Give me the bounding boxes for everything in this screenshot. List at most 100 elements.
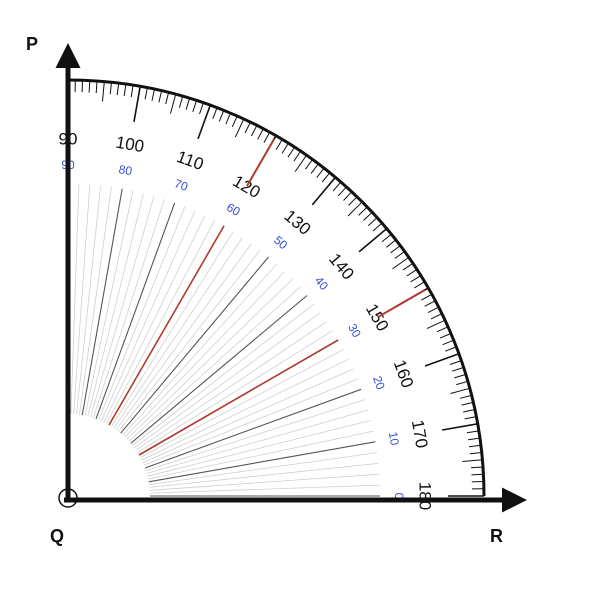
protractor-spoke <box>87 193 144 417</box>
protractor-spoke <box>122 263 278 436</box>
protractor-spoke <box>140 349 344 458</box>
protractor-spoke <box>149 484 380 494</box>
protractor-spoke <box>103 215 206 423</box>
scale-tick <box>250 125 258 137</box>
scale-tick <box>275 139 283 150</box>
inner-scale-label: 50 <box>271 233 290 253</box>
scale-tick <box>348 196 358 206</box>
outer-scale-label: 110 <box>174 147 206 174</box>
outer-scale-label: 100 <box>114 133 145 157</box>
scale-tick <box>436 326 449 333</box>
scale-tick <box>392 256 410 270</box>
scale-tick <box>178 95 184 108</box>
scale-tick <box>363 211 373 221</box>
protractor-spoke <box>118 249 261 432</box>
scale-tick <box>402 262 414 271</box>
protractor-spoke <box>113 237 243 429</box>
protractor-spoke <box>147 420 371 477</box>
scale-tick <box>281 142 289 154</box>
scale-tick <box>199 102 204 115</box>
scale-tick <box>358 227 388 253</box>
scale-tick <box>305 159 313 170</box>
scale-tick <box>470 466 484 469</box>
protractor-spoke <box>149 463 379 488</box>
scale-tick <box>294 154 308 172</box>
vertex-circle <box>58 488 78 508</box>
scale-tick <box>442 423 478 431</box>
scale-tick <box>218 110 225 122</box>
scale-tick <box>471 473 484 476</box>
protractor-spoke <box>81 188 123 416</box>
scale-tick <box>394 251 405 259</box>
outer-scale-label: 120 <box>229 171 263 202</box>
scale-tick <box>144 87 148 100</box>
protractor-spoke <box>92 199 165 419</box>
scale-tick <box>414 281 425 289</box>
protractor-spoke <box>146 409 369 474</box>
scale-tick <box>244 121 251 134</box>
inner-scale-label: 40 <box>312 274 332 293</box>
outer-scale-label: 170 <box>408 418 432 449</box>
scale-tick <box>197 104 212 140</box>
scale-tick <box>102 81 105 102</box>
point-label-p: P <box>26 34 38 54</box>
protractor-spoke <box>135 321 327 451</box>
protractor-spoke <box>79 186 112 415</box>
scale-tick <box>450 387 470 394</box>
scale-tick <box>212 107 218 119</box>
scale-tick <box>123 83 127 96</box>
highlighted-spoke <box>138 339 339 456</box>
scale-tick <box>343 191 353 201</box>
scale-tick <box>468 444 481 448</box>
protractor-spoke <box>95 202 176 420</box>
outer-scale-label: 140 <box>325 250 358 284</box>
protractor-spoke <box>143 378 358 466</box>
highlighted-spoke <box>108 225 225 426</box>
protractor-spoke <box>134 312 321 449</box>
protractor-spoke <box>148 441 376 483</box>
scale-tick <box>469 452 482 455</box>
scale-tick <box>372 222 383 232</box>
scale-tick <box>445 346 457 352</box>
scale-tick <box>158 90 163 103</box>
scale-tick <box>263 131 271 143</box>
protractor-spoke <box>148 430 374 480</box>
scale-tick <box>406 268 418 277</box>
protractor-spoke <box>124 271 285 438</box>
protractor-spoke <box>149 473 380 491</box>
scale-tick <box>337 186 347 197</box>
scale-tick <box>439 333 452 339</box>
scale-tick <box>410 275 422 283</box>
scale-tick <box>321 172 331 183</box>
inner-scale-label: 70 <box>173 176 191 194</box>
scale-tick <box>358 206 368 216</box>
inner-scale-label: 60 <box>224 200 243 219</box>
scale-tick <box>257 128 264 140</box>
scale-tick <box>452 366 464 372</box>
scale-tick <box>332 181 342 192</box>
protractor-spoke <box>145 399 365 472</box>
protractor-outer-arc <box>67 78 486 497</box>
scale-tick <box>424 300 436 307</box>
protractor-spoke <box>106 220 215 424</box>
protractor-spoke <box>101 210 196 422</box>
scale-tick <box>311 176 337 206</box>
scale-tick <box>231 115 238 128</box>
inner-scale-label: 30 <box>345 321 364 340</box>
inner-scale-label: 10 <box>386 431 402 447</box>
inner-scale-label: 0 <box>392 493 406 500</box>
scale-tick <box>293 150 302 162</box>
protractor-spokes <box>67 184 380 497</box>
scale-tick <box>381 233 392 243</box>
scale-tick <box>192 100 198 112</box>
outer-scale-label: 180 <box>416 482 435 510</box>
inner-scale-label: 20 <box>370 374 388 392</box>
scale-tick <box>133 86 141 122</box>
protractor-spoke <box>144 388 362 469</box>
protractor-spoke <box>90 195 155 418</box>
point-label-r: R <box>490 526 503 546</box>
center-hub <box>68 416 148 496</box>
scale-tick <box>316 167 325 178</box>
scale-tick <box>185 98 191 110</box>
